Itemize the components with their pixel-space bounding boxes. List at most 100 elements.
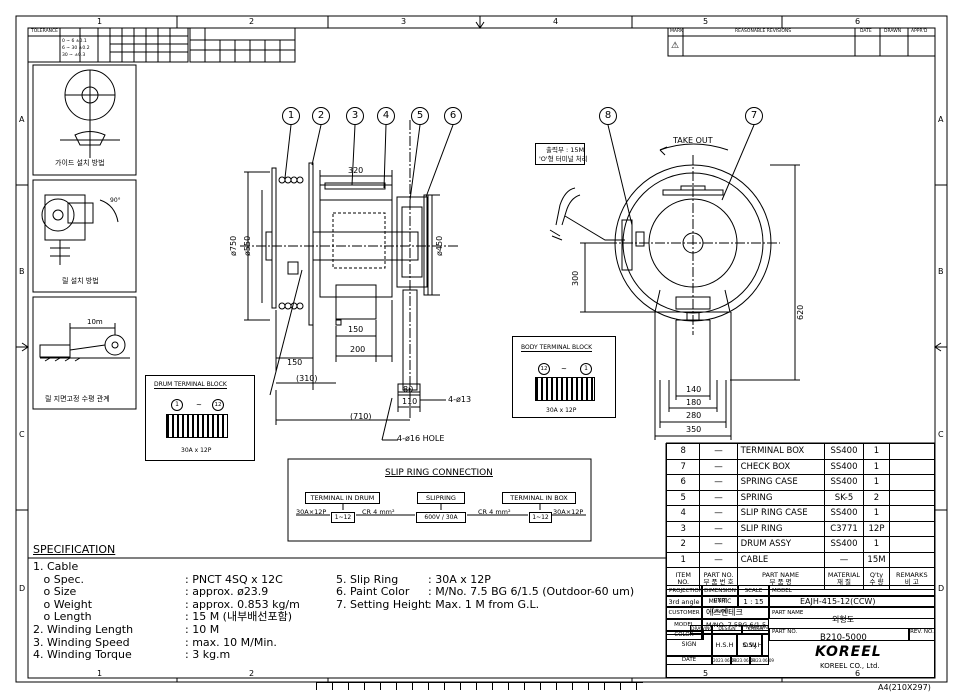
spec-label-1: 1. Cable bbox=[33, 560, 79, 573]
bom-cell-material: C3771 bbox=[823, 520, 865, 537]
tb-model-label: MODEL bbox=[769, 585, 935, 596]
balloon-5: 5 bbox=[411, 107, 429, 125]
slip-left-range: 1~12 bbox=[331, 512, 355, 523]
spec-value-1 bbox=[185, 561, 300, 574]
spec-value-r2: : M/No. 7.5 BG 6/1.5 (Outdoor-60 um) bbox=[428, 585, 635, 599]
bom-cell-part_no: — bbox=[699, 458, 738, 475]
col-label-4: 4 bbox=[553, 17, 559, 26]
cable-note-line1: 출력부 : 15M bbox=[546, 146, 585, 154]
body-terminal-rating: 30A x 12P bbox=[546, 407, 577, 414]
dim-350: 350 bbox=[686, 425, 702, 434]
slip-terminal-drum: TERMINAL IN DRUM bbox=[305, 492, 380, 504]
dim-140: 140 bbox=[686, 385, 702, 394]
bom-cell-part_no: — bbox=[699, 474, 738, 491]
bom-cell-material: SS400 bbox=[823, 458, 865, 475]
col-label-1: 1 bbox=[97, 17, 103, 26]
dim-80: 80 bbox=[403, 385, 414, 394]
spec-label-2: o Spec. bbox=[33, 572, 84, 586]
row-label-c: C bbox=[19, 430, 25, 439]
angle-dim: 90° bbox=[110, 197, 121, 204]
bom-cell-name: SPRING bbox=[736, 489, 825, 506]
spec-title: SPECIFICATION bbox=[33, 543, 116, 556]
tb-approval-label: APPROVAL bbox=[746, 626, 770, 631]
body-terminal-last: 1 bbox=[580, 363, 592, 375]
balloon-6: 6 bbox=[444, 107, 462, 125]
body-terminal-title: BODY TERMINAL BLOCK bbox=[521, 344, 593, 352]
spec-value-3: : approx. ø23.9 bbox=[185, 585, 269, 599]
page-size: A4(210X297) bbox=[878, 683, 931, 692]
bom-cell-name: SLIP RING CASE bbox=[736, 505, 825, 522]
bottom-ruler bbox=[316, 682, 643, 690]
balloon-1: 1 bbox=[282, 107, 300, 125]
bom-cell-qty: 1 bbox=[863, 505, 890, 522]
col-label-5-bottom: 5 bbox=[703, 669, 709, 678]
rev-header-mark: MARK bbox=[670, 29, 684, 34]
rev-header-reasonable: REASONABLE REVISIONS bbox=[735, 29, 792, 34]
col-label-5: 5 bbox=[703, 17, 709, 26]
col-label-6-bottom: 6 bbox=[855, 669, 861, 678]
row-label-c-right: C bbox=[938, 430, 944, 439]
col-label-2-bottom: 2 bbox=[249, 669, 255, 678]
tolerance-row-3: 30 ~ ±0.3 bbox=[62, 53, 86, 58]
dim-150a: 150 bbox=[287, 358, 303, 367]
spec-value-r1: : 30A x 12P bbox=[428, 572, 491, 586]
ground-caption: 릴 지면고정 수평 관계 bbox=[45, 395, 110, 403]
bom-cell-material: SS400 bbox=[823, 505, 865, 522]
tb-customer: 에스엔테크 bbox=[702, 607, 769, 619]
balloon-4: 4 bbox=[377, 107, 395, 125]
company-logo: KOREEL bbox=[815, 644, 882, 660]
bom-cell-material: SS400 bbox=[823, 474, 865, 491]
dim-620: 620 bbox=[796, 304, 805, 320]
tb-scale: 1 : 15 bbox=[738, 596, 769, 607]
bom-cell-name: CHECK BOX bbox=[736, 458, 825, 475]
tb-approval-sign: O.W.H bbox=[743, 641, 763, 649]
bom-cell-name: DRUM ASSY bbox=[736, 536, 825, 553]
drum-terminal-title: DRUM TERMINAL BLOCK bbox=[154, 381, 227, 389]
bom-header-cell: Q'ty 수 량 bbox=[863, 567, 890, 590]
row-label-b-right: B bbox=[938, 267, 944, 276]
slip-left-rating: 30A×12P bbox=[296, 508, 327, 516]
spec-label-3: o Size bbox=[33, 585, 77, 599]
bom-cell-remarks bbox=[888, 505, 936, 522]
spec-label-4: o Weight bbox=[33, 597, 93, 611]
guide-install-caption: 가이드 설치 방법 bbox=[55, 159, 105, 167]
spec-value-2: : PNCT 4SQ x 12C bbox=[185, 572, 283, 586]
bom-cell-qty: 12P bbox=[863, 520, 890, 537]
row-label-a: A bbox=[19, 115, 25, 124]
rev-header-drawn: DRAWN bbox=[884, 29, 902, 34]
spec-value-6: : 10 M bbox=[185, 622, 220, 636]
tb-date-label: DATE bbox=[666, 656, 712, 665]
bom-cell-qty: 1 bbox=[863, 536, 890, 553]
spec-label-r3: 7. Setting Height bbox=[336, 597, 430, 611]
bom-cell-qty: 15M bbox=[863, 551, 890, 568]
dim-d450: ø450 bbox=[435, 235, 444, 256]
slip-slipring: SLIPRING bbox=[417, 492, 465, 504]
tb-unit-label: DIMENSION UNIT bbox=[702, 585, 738, 604]
spec-value-7: : max. 10 M/Min. bbox=[185, 635, 277, 649]
dim-300: 300 bbox=[571, 270, 580, 286]
body-terminal-strip bbox=[535, 377, 595, 401]
bom-cell-remarks bbox=[888, 443, 936, 460]
tb-check-sign: S.S.J bbox=[737, 634, 762, 656]
spec-value-8: : 3 kg.m bbox=[185, 648, 231, 662]
bom-cell-part_no: — bbox=[699, 520, 738, 537]
col-label-2: 2 bbox=[249, 17, 255, 26]
body-terminal-first: 12 bbox=[538, 363, 550, 375]
bom-cell-qty: 1 bbox=[863, 474, 890, 491]
bom-cell-item: 7 bbox=[665, 458, 701, 475]
tb-part-no-label: PART NO. bbox=[769, 628, 909, 641]
warning-icon: ⚠ bbox=[671, 41, 680, 51]
drum-terminal-tilde: ~ bbox=[196, 401, 202, 409]
tb-date3: 2023.06.09 bbox=[750, 656, 774, 665]
dim-280: 280 bbox=[686, 411, 702, 420]
bom-cell-qty: 2 bbox=[863, 489, 890, 506]
reel-install-caption: 릴 설치 방법 bbox=[62, 277, 99, 285]
bom-cell-remarks bbox=[888, 551, 936, 568]
bom-cell-item: 4 bbox=[665, 505, 701, 522]
bom-cell-remarks bbox=[888, 474, 936, 491]
